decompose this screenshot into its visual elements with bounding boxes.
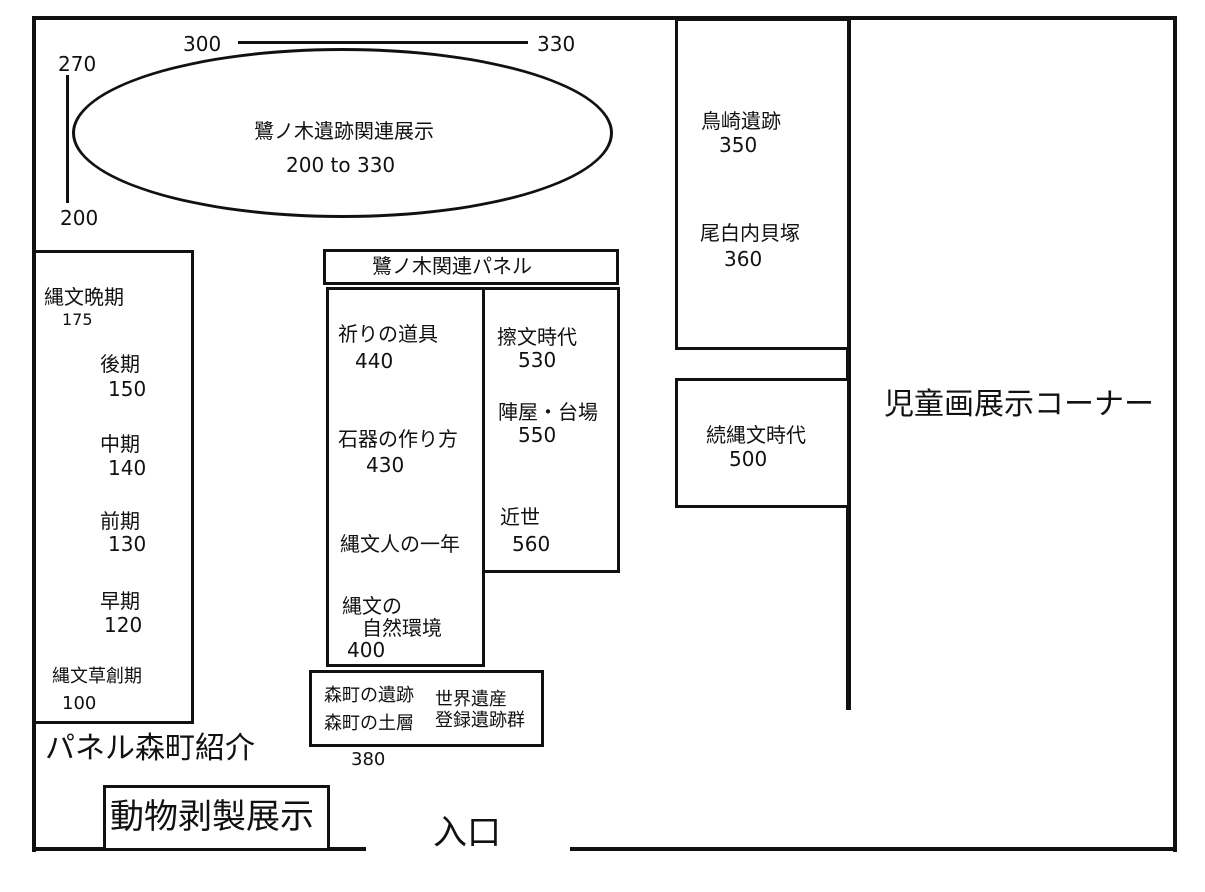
wall-top <box>32 16 1177 20</box>
center-right-label-satsumon: 擦文時代 <box>497 325 577 349</box>
period-label-late: 後期 <box>100 352 140 376</box>
morimachi-sites-number: 380 <box>351 749 386 770</box>
center-right-number-jinya: 550 <box>518 423 557 447</box>
center-left-label-environment-1: 縄文の <box>342 594 402 618</box>
period-number-initial: 120 <box>104 613 143 637</box>
children-corner-label: 児童画展示コーナー <box>884 387 1154 422</box>
right-top-number-torisaki: 350 <box>719 133 758 157</box>
right-mid-label: 続縄文時代 <box>706 423 806 447</box>
entrance-label: 入口 <box>433 813 501 853</box>
oval-exhibit <box>72 48 613 218</box>
center-right-number-satsumon: 530 <box>518 348 557 372</box>
center-right-label-kinsei: 近世 <box>500 505 540 529</box>
children-corner-divider <box>846 16 851 710</box>
period-number-early: 130 <box>108 532 147 556</box>
dimension-left-top: 270 <box>58 52 97 76</box>
right-top-number-ojirouchi: 360 <box>724 247 763 271</box>
dimension-left-line <box>66 75 69 203</box>
period-label-late-final: 縄文晩期 <box>44 285 124 309</box>
right-top-label-ojirouchi: 尾白内貝塚 <box>700 221 800 245</box>
center-left-number-environment: 400 <box>347 638 386 662</box>
morimachi-sites-case <box>309 670 544 747</box>
sakinoki-panel-banner <box>323 249 619 285</box>
sakinoki-panel-banner-label: 鷺ノ木関連パネル <box>372 254 532 278</box>
world-heritage-label-2: 登録遺跡群 <box>435 710 525 731</box>
center-right-label-jinya: 陣屋・台場 <box>498 400 598 424</box>
animal-display-case <box>103 785 330 851</box>
center-left-label-environment-2: 自然環境 <box>362 616 442 640</box>
dimension-top-line <box>238 41 528 44</box>
dimension-top-start: 300 <box>183 32 222 56</box>
oval-exhibit-range: 200 to 330 <box>286 153 396 177</box>
center-right-case <box>482 287 620 573</box>
period-number-middle: 140 <box>108 456 147 480</box>
period-label-incipient: 縄文草創期 <box>52 666 142 687</box>
morimachi-sites-label: 森町の遺跡 <box>324 685 414 706</box>
center-left-label-prayer-tools: 祈りの道具 <box>338 322 438 346</box>
jomon-periods-case <box>33 250 194 724</box>
right-mid-case <box>675 378 850 508</box>
wall-bottom-right <box>570 847 1177 851</box>
period-label-early: 前期 <box>100 509 140 533</box>
center-left-number-prayer-tools: 440 <box>355 349 394 373</box>
period-label-initial: 早期 <box>100 589 140 613</box>
morimachi-soil-label: 森町の土層 <box>324 713 414 734</box>
right-mid-number: 500 <box>729 447 768 471</box>
period-number-late: 150 <box>108 377 147 401</box>
period-label-middle: 中期 <box>100 432 140 456</box>
period-number-incipient: 100 <box>62 693 97 714</box>
dimension-left-bottom: 200 <box>60 206 99 230</box>
panel-morimachi-label: パネル森町紹介 <box>45 731 255 766</box>
wall-right <box>1173 16 1177 852</box>
world-heritage-label-1: 世界遺産 <box>435 689 507 710</box>
oval-exhibit-title: 鷺ノ木遺跡関連展示 <box>254 119 434 143</box>
center-right-number-kinsei: 560 <box>512 532 551 556</box>
center-left-label-jomon-year: 縄文人の一年 <box>340 532 460 556</box>
right-top-label-torisaki: 鳥崎遺跡 <box>701 109 781 133</box>
animal-display-label: 動物剥製展示 <box>110 797 314 837</box>
dimension-top-end: 330 <box>537 32 576 56</box>
center-left-number-stone-tools: 430 <box>366 453 405 477</box>
center-left-label-stone-tools: 石器の作り方 <box>338 427 458 451</box>
right-top-case <box>675 18 850 350</box>
period-number-late-final: 175 <box>62 310 93 329</box>
